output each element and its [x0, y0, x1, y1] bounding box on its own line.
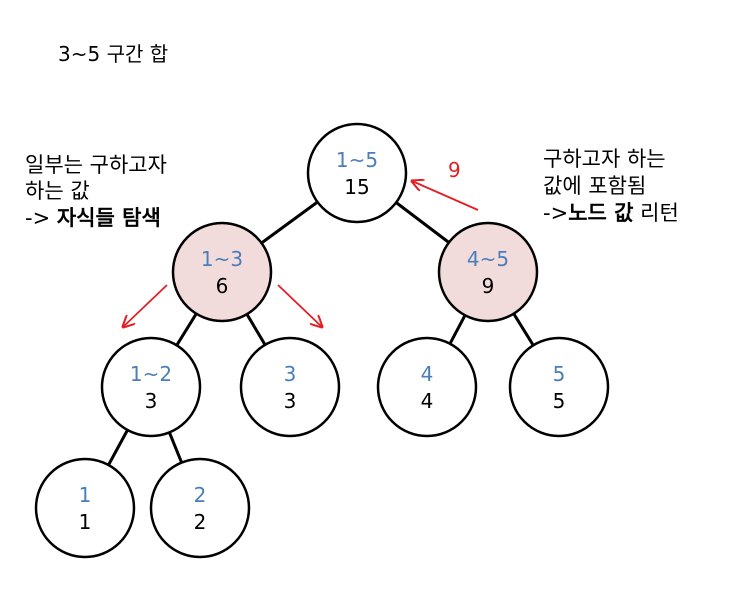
- tree-edge: [107, 428, 129, 467]
- node-range-label: 4~5: [467, 247, 509, 271]
- node-range-label: 2: [194, 483, 207, 507]
- arrow-to-left-child: [123, 284, 168, 327]
- tree-edge: [448, 313, 467, 346]
- node-circle: [376, 336, 478, 438]
- tree-edge: [245, 312, 267, 347]
- node-sum-value: 9: [482, 274, 495, 298]
- node-circle: [437, 221, 539, 323]
- node-circle: [100, 336, 202, 438]
- tree-edge: [260, 200, 319, 245]
- node-sum-value: 4: [421, 389, 434, 413]
- node-range-label: 5: [553, 362, 566, 386]
- tree-node-right: 4~59: [437, 221, 539, 323]
- tree-node-leaf-2: 22: [149, 457, 251, 559]
- arrow-return-to-root: [412, 181, 479, 211]
- node-sum-value: 1: [79, 510, 92, 534]
- node-sum-value: 3: [284, 389, 297, 413]
- left-note-bold: 자식들 탐색: [57, 206, 161, 230]
- tree-edge: [394, 201, 451, 244]
- left-note-line-3: -> 자식들 탐색: [25, 206, 161, 230]
- right-note-prefix: ->: [543, 201, 568, 225]
- tree-edge: [512, 312, 535, 347]
- node-range-label: 1~5: [336, 148, 378, 172]
- tree-edge: [167, 430, 184, 465]
- tree-edge: [175, 312, 198, 347]
- tree-edges: [107, 200, 535, 467]
- tree-node-right-right: 55: [508, 336, 610, 438]
- node-range-label: 1: [79, 483, 92, 507]
- right-note-line-3: ->노드 값 리턴: [543, 201, 679, 225]
- node-circle: [239, 336, 341, 438]
- return-value-label: 9: [448, 158, 461, 182]
- node-circle: [34, 457, 136, 559]
- left-note-line-2: 하는 값: [25, 179, 90, 203]
- node-range-label: 4: [421, 362, 434, 386]
- left-note-line-1: 일부는 구하고자: [25, 153, 167, 177]
- right-note-line-1: 구하고자 하는: [543, 147, 666, 171]
- node-sum-value: 6: [216, 274, 229, 298]
- node-circle: [508, 336, 610, 438]
- tree-node-right-left: 44: [376, 336, 478, 438]
- right-note-suffix: 리턴: [633, 201, 678, 225]
- node-range-label: 1~3: [201, 247, 243, 271]
- right-note-line-2: 값에 포함됨: [543, 174, 646, 198]
- query-arrows: 9: [123, 158, 479, 327]
- node-range-label: 3: [284, 362, 297, 386]
- tree-node-left-right: 33: [239, 336, 341, 438]
- right-note-bold: 노드 값: [568, 201, 633, 225]
- tree-node-left: 1~36: [171, 221, 273, 323]
- node-circle: [171, 221, 273, 323]
- arrow-to-right-child: [277, 284, 322, 327]
- node-sum-value: 2: [194, 510, 207, 534]
- node-sum-value: 5: [553, 389, 566, 413]
- node-circle: [149, 457, 251, 559]
- page-title: 3~5 구간 합: [58, 42, 168, 66]
- node-circle: [306, 122, 408, 224]
- tree-node-left-left: 1~23: [100, 336, 202, 438]
- tree-node-leaf-1: 11: [34, 457, 136, 559]
- node-sum-value: 3: [145, 389, 158, 413]
- node-sum-value: 15: [344, 175, 369, 199]
- tree-node-root: 1~515: [306, 122, 408, 224]
- node-range-label: 1~2: [130, 362, 172, 386]
- left-note-prefix: ->: [25, 206, 57, 230]
